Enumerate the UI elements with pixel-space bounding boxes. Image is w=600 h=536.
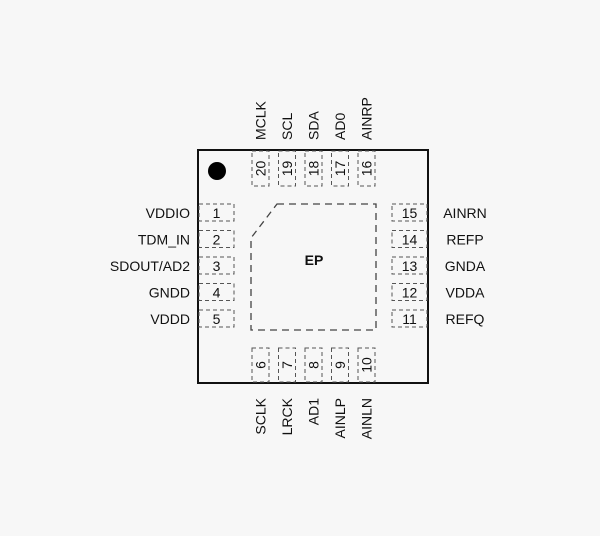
pin-number: 9 [332, 361, 348, 369]
pin-group: 1 VDDIO 2 TDM_IN 3 SDOUT/AD2 4 GNDD 5 VDDD 15 AINRN… [110, 97, 487, 439]
pin-label: SDOUT/AD2 [110, 258, 190, 274]
pin-pad-6 [251, 347, 270, 383]
pin-label: VDDIO [146, 205, 190, 221]
pin-pad-19 [278, 150, 296, 187]
pin-label: AINLN [359, 398, 375, 439]
pin-label: AINRN [443, 205, 487, 221]
pin-number: 10 [359, 357, 375, 373]
pin-pad-13 [391, 256, 428, 275]
pin-pad-3 [198, 256, 235, 275]
pin-label: VDDD [150, 311, 190, 327]
pin-number: 5 [213, 311, 221, 327]
pin-number: 19 [279, 161, 295, 177]
pin-pad-10 [357, 347, 376, 383]
pin-1-marker [208, 162, 226, 180]
pin-pad-7 [278, 347, 296, 383]
pin-number: 15 [402, 205, 418, 221]
pin-number: 13 [402, 258, 418, 274]
pin-label: AINRP [359, 97, 375, 140]
pin-pad-11 [391, 309, 428, 328]
pin-number: 16 [359, 161, 375, 177]
pin-pad-15 [391, 203, 428, 222]
pin-pad-8 [304, 347, 323, 383]
pin-number: 4 [213, 285, 221, 301]
pin-label: VDDA [446, 285, 486, 301]
package-body [197, 149, 429, 384]
pin-label: SDA [306, 111, 322, 140]
pin-pad-2 [198, 230, 235, 248]
pin-label: SCLK [253, 397, 269, 434]
pin-number: 17 [332, 161, 348, 177]
pin-label: MCLK [253, 100, 269, 140]
pin-pad-9 [331, 347, 349, 383]
pin-label: AD1 [306, 398, 322, 425]
pin-number: 3 [213, 258, 221, 274]
pin-label: GNDD [149, 285, 190, 301]
pin-pad-17 [331, 150, 349, 187]
pin-number: 14 [402, 232, 418, 248]
pin-pad-1 [198, 203, 235, 222]
pin-label: GNDA [445, 258, 486, 274]
pin-pad-5 [198, 309, 235, 328]
pin-label: SCL [279, 113, 295, 140]
pin-label: TDM_IN [138, 232, 190, 248]
pin-pad-20 [251, 150, 270, 187]
exposed-pad-label: EP [305, 252, 324, 268]
pin-pad-4 [198, 283, 235, 301]
exposed-pad-outline [250, 203, 377, 331]
pin-pad-16 [357, 150, 376, 187]
pin-label: REFQ [446, 311, 485, 327]
pin-pad-18 [304, 150, 323, 187]
pin-number: 18 [306, 161, 322, 177]
pin-number: 20 [253, 161, 269, 177]
pin-number: 7 [279, 361, 295, 369]
pin-label: LRCK [279, 397, 295, 435]
pin-number: 1 [213, 205, 221, 221]
pin-pad-12 [391, 283, 428, 301]
pin-number: 6 [253, 361, 269, 369]
pin-label: REFP [446, 232, 483, 248]
pin-pad-14 [391, 230, 428, 248]
pin-number: 12 [402, 285, 418, 301]
pin-number: 2 [213, 232, 221, 248]
pin-number: 11 [402, 311, 417, 327]
pin-label: AD0 [332, 113, 348, 140]
pin-number: 8 [306, 361, 322, 369]
pin-label: AINLP [332, 398, 348, 438]
